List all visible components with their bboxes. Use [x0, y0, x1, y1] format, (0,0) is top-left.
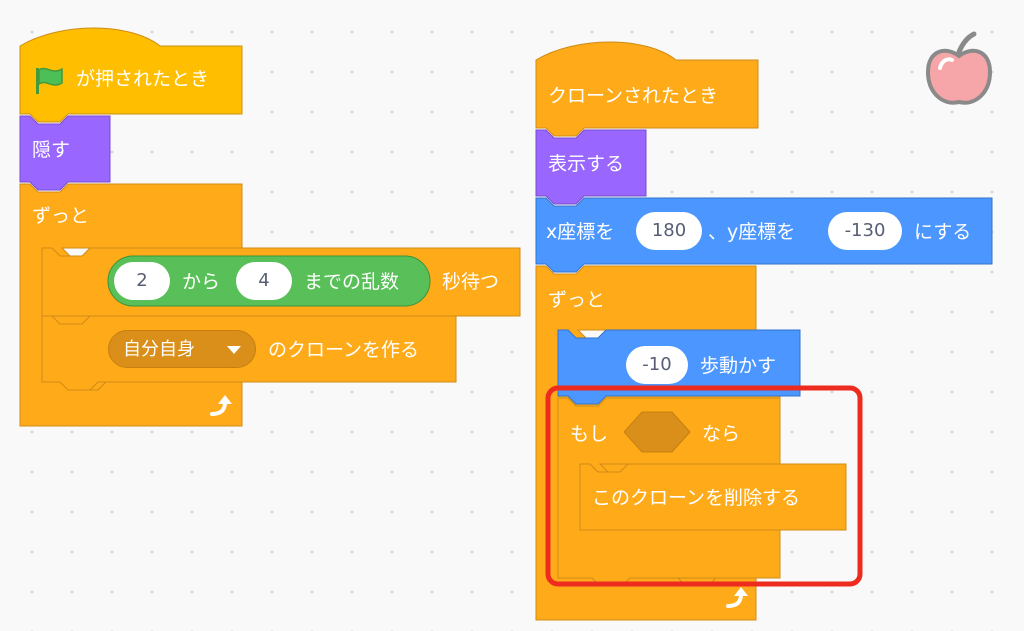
random-from-label: から [182, 271, 221, 293]
green-flag-icon [36, 67, 63, 94]
random-to-label: までの乱数 [304, 271, 400, 293]
right-show-block[interactable] [535, 129, 647, 205]
clone-target-value: 自分自身 [123, 339, 195, 360]
left-hide-block[interactable] [19, 115, 111, 191]
right-delete-clone-block[interactable] [579, 463, 847, 531]
clone-suffix-label: のクローンを作る [268, 339, 420, 361]
goto-y-input[interactable]: -130 [828, 212, 902, 250]
goto-suffix-label: にする [914, 221, 972, 243]
wait-suffix-label: 秒待つ [442, 271, 500, 293]
left-forever-label: ずっと [32, 205, 90, 227]
if-prefix-label: もし [570, 423, 609, 445]
goto-x-label: x座標を [546, 221, 615, 243]
left-hat-block[interactable] [19, 27, 243, 123]
right-show-label: 表示する [548, 153, 625, 175]
loop-arrow-icon [210, 395, 232, 416]
left-hat-label: が押されたとき [76, 68, 210, 90]
move-suffix-label: 歩動かす [700, 355, 777, 377]
highlight-box [545, 385, 863, 587]
random-to-input[interactable]: 4 [236, 262, 292, 300]
left-hide-label: 隠す [32, 139, 71, 161]
if-suffix-label: なら [702, 423, 741, 445]
goto-y-label: 、y座標を [708, 221, 796, 243]
move-steps-input[interactable]: -10 [626, 346, 688, 384]
right-hat-block[interactable] [535, 41, 759, 137]
if-condition-slot[interactable] [623, 411, 691, 453]
random-from-input[interactable]: 2 [114, 262, 170, 300]
goto-x-input[interactable]: 180 [636, 212, 702, 250]
right-hat-label: クローンされたとき [548, 85, 719, 107]
apple-sprite-icon[interactable] [924, 30, 994, 110]
loop-arrow-icon [726, 587, 748, 608]
caret-down-icon [227, 346, 241, 354]
clone-target-dropdown[interactable]: 自分自身 [108, 330, 256, 368]
delete-clone-label: このクローンを削除する [592, 487, 801, 509]
right-forever-label: ずっと [548, 289, 606, 311]
